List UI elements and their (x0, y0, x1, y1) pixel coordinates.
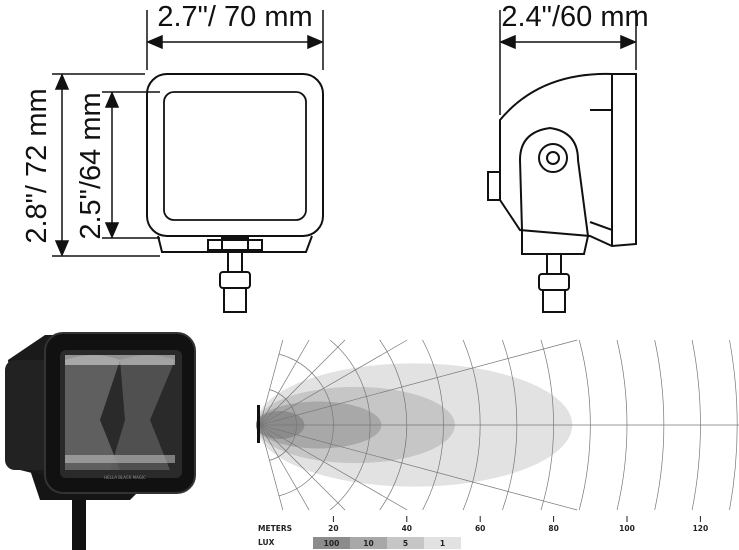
beam-pattern: METERS LUX 20 40 60 80 100 120 100 10 5 1 (256, 339, 739, 549)
grid-arc (540, 339, 554, 511)
grid-arc (691, 339, 701, 511)
grid-ray (259, 339, 408, 426)
distance-tick-label: 80 (548, 524, 558, 533)
side-view-drawing (487, 72, 637, 313)
distance-tick-label: 20 (328, 524, 338, 533)
lux-swatch-label: 10 (363, 539, 373, 548)
lamp-origin-marker (257, 405, 260, 443)
depth-dimension-label: 2.4"/60 mm (501, 1, 648, 33)
grid-arc (502, 339, 518, 511)
grid-arc (578, 339, 591, 511)
grid-arc (379, 339, 408, 511)
housing-height-dimension-label: 2.5"/64 mm (75, 92, 107, 239)
meters-label: METERS (258, 524, 292, 533)
grid-ray (259, 424, 408, 511)
distance-tick-label: 100 (619, 524, 635, 533)
grid-ray (259, 424, 346, 511)
distance-tick-label: 40 (402, 524, 412, 533)
distance-tick-label: 120 (693, 524, 709, 533)
grid-arc (729, 339, 738, 511)
grid-arc (269, 389, 297, 461)
grid-arc (329, 339, 371, 511)
lux-swatch-label: 1 (440, 539, 445, 548)
lux-swatch-1 (424, 537, 461, 549)
grid-arc (654, 339, 665, 511)
product-photo: HELLA BLACK MAGIC (5, 332, 196, 550)
lux-swatch-100 (313, 537, 350, 549)
front-dimension-lines (52, 10, 324, 257)
grid-ray (259, 424, 578, 511)
front-view-drawing (146, 73, 324, 313)
lux-label: LUX (258, 538, 275, 547)
lux-swatch-label: 100 (324, 539, 340, 548)
side-dimension-lines (499, 10, 637, 115)
distance-tick-label: 60 (475, 524, 485, 533)
product-logo: HELLA BLACK MAGIC (104, 475, 146, 480)
total-height-dimension-label: 2.8"/ 72 mm (21, 88, 53, 243)
width-dimension-label: 2.7"/ 70 mm (157, 1, 312, 33)
grid-arc (616, 339, 628, 511)
grid-ray (259, 339, 310, 426)
lux-swatch-10 (350, 537, 387, 549)
grid-arc (278, 353, 334, 497)
grid-ray (259, 339, 578, 426)
grid-ray (259, 424, 310, 511)
grid-arc (462, 339, 481, 511)
grid-arc (422, 339, 444, 511)
grid-ray (259, 339, 346, 426)
lux-swatch-label: 5 (403, 539, 408, 548)
lux-swatch-5 (387, 537, 424, 549)
